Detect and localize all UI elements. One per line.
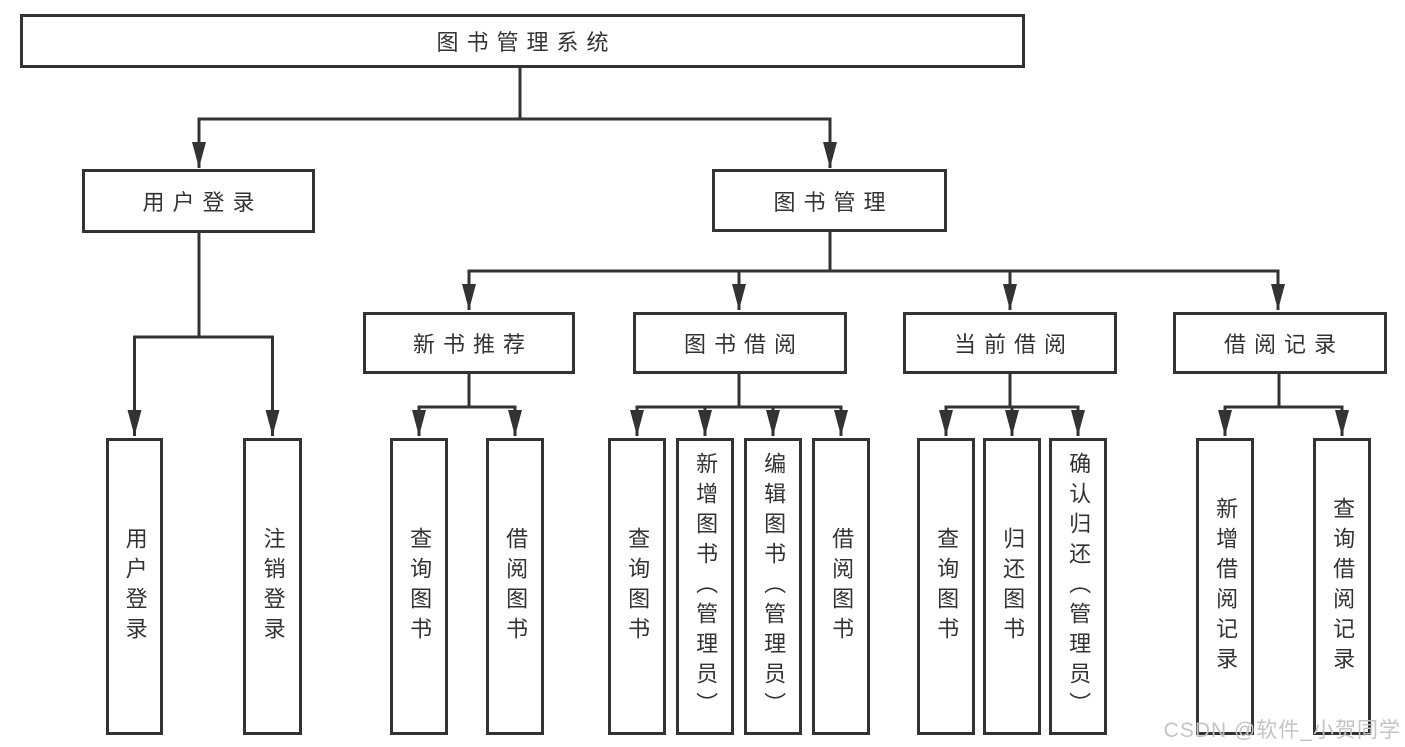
node-new-books: 新书推荐 (363, 312, 575, 374)
leaf-user-login-label: 用户登录 (122, 526, 148, 647)
node-borrow-records-label: 借阅记录 (1223, 332, 1344, 357)
node-book-mgmt: 图书管理 (712, 169, 947, 232)
node-current-borrow-label: 当前借阅 (953, 332, 1074, 357)
node-book-mgmt-label: 图书管理 (773, 189, 894, 215)
leaf-current-confirm-admin-label: 确认归还（管理员） (1066, 451, 1092, 722)
leaf-records-add: 新增借阅记录 (1196, 438, 1254, 735)
leaf-newbooks-borrow-label: 借阅图书 (503, 526, 529, 647)
leaf-borrow-borrow-label: 借阅图书 (829, 526, 855, 647)
leaf-current-confirm-admin: 确认归还（管理员） (1049, 438, 1107, 735)
leaf-records-query: 查询借阅记录 (1313, 438, 1371, 735)
leaf-records-query-label: 查询借阅记录 (1330, 496, 1356, 677)
leaf-current-return-label: 归还图书 (1000, 526, 1026, 647)
leaf-newbooks-query-label: 查询图书 (407, 526, 433, 647)
node-book-borrow: 图书借阅 (633, 312, 847, 374)
node-root-system-label: 图书管理系统 (436, 30, 617, 55)
node-user-login-label: 用户登录 (142, 190, 263, 215)
node-current-borrow: 当前借阅 (903, 312, 1117, 374)
leaf-records-add-label: 新增借阅记录 (1213, 496, 1239, 677)
connector-new-books-children (412, 372, 522, 436)
leaf-current-query: 查询图书 (917, 438, 975, 735)
node-new-books-label: 新书推荐 (412, 332, 533, 357)
connector-user-login-children (127, 231, 280, 436)
leaf-borrow-add-admin-label: 新增图书（管理员） (693, 451, 719, 722)
leaf-logout-label: 注销登录 (260, 526, 286, 647)
node-borrow-records: 借阅记录 (1173, 312, 1387, 374)
leaf-borrow-query: 查询图书 (608, 438, 666, 735)
connector-current-borrow-children (939, 372, 1085, 436)
leaf-borrow-edit-admin: 编辑图书（管理员） (744, 438, 802, 735)
connector-book-mgmt-children (462, 231, 1285, 310)
leaf-current-return: 归还图书 (983, 438, 1041, 735)
node-user-login: 用户登录 (82, 169, 315, 233)
connector-root-to-level1 (192, 66, 837, 168)
leaf-borrow-add-admin: 新增图书（管理员） (676, 438, 734, 735)
csdn-watermark: CSDN @软件_小贺同学 (1163, 719, 1401, 742)
leaf-borrow-query-label: 查询图书 (625, 526, 651, 647)
leaf-logout: 注销登录 (243, 438, 302, 735)
leaf-current-query-label: 查询图书 (934, 526, 960, 647)
leaf-borrow-borrow: 借阅图书 (812, 438, 870, 735)
node-book-borrow-label: 图书借阅 (683, 332, 804, 357)
connector-book-borrow-children (630, 372, 848, 436)
leaf-user-login: 用户登录 (106, 438, 163, 735)
leaf-newbooks-query: 查询图书 (390, 438, 448, 735)
leaf-newbooks-borrow: 借阅图书 (486, 438, 544, 735)
connector-borrow-records-children (1218, 372, 1349, 436)
leaf-borrow-edit-admin-label: 编辑图书（管理员） (761, 451, 787, 722)
node-root-system: 图书管理系统 (20, 14, 1025, 68)
